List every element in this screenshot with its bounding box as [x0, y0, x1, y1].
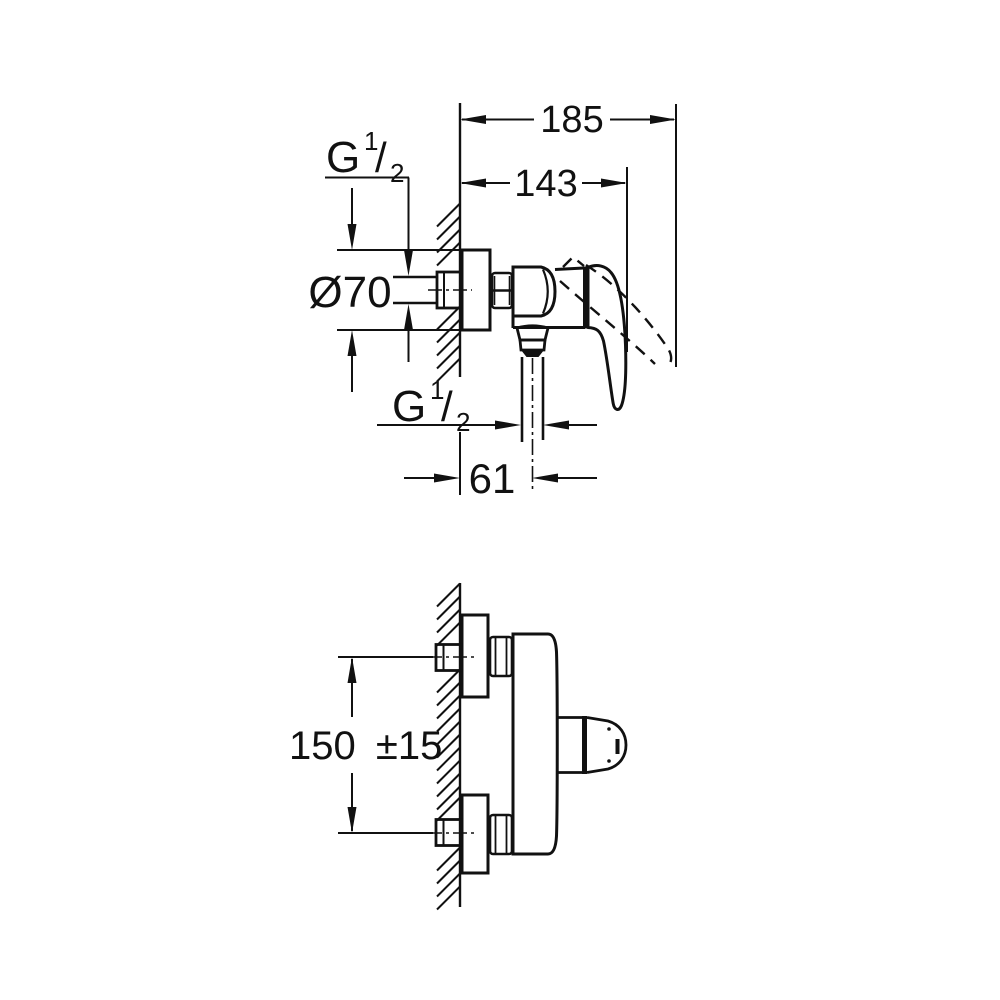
- dim-rosette-diameter: Ø70: [308, 188, 460, 392]
- dim-connection-distance-150: 150 ±15: [289, 656, 474, 834]
- dim-inlet-thread: G 1 / 2: [325, 126, 413, 362]
- wall-hatch: [436, 202, 461, 383]
- top-connection-front: [434, 613, 514, 699]
- dim-label-inlet-thread: G 1 / 2: [326, 126, 404, 188]
- dim-label-rosette-diameter: Ø70: [308, 268, 391, 317]
- shower-outlet-side: [515, 324, 550, 492]
- wall-section-front: [436, 582, 462, 911]
- side-view: 185 143 G 1 / 2: [308, 99, 677, 502]
- dome-top-line: [554, 266, 585, 271]
- union-nut-side: [490, 271, 514, 310]
- dim-label-outlet-thread: G 1 / 2: [392, 375, 470, 437]
- dim-outlet-offset-61: 61: [404, 432, 597, 502]
- open-handle-outer-edge: [585, 263, 673, 368]
- body-end-arc: [541, 269, 549, 314]
- dim-outlet-thread: G 1 / 2: [377, 375, 597, 437]
- spout-cap: [586, 716, 628, 774]
- outlet-neck: [515, 324, 550, 342]
- dim-handle-projection-143: 143: [460, 163, 628, 352]
- aerator-dot-bottom: [607, 759, 611, 763]
- union-nut-bottom: [488, 813, 514, 856]
- lever-handle-open-dashed: [559, 255, 673, 368]
- outlet-hex: [518, 338, 547, 352]
- open-handle-heel: [562, 255, 585, 268]
- mixer-body-side: [511, 265, 588, 329]
- dim-label-150: 150 ±15: [289, 724, 442, 768]
- dim-label-61: 61: [469, 455, 516, 502]
- rosette-bottom: [460, 793, 490, 875]
- lever-handle-closed: [586, 264, 628, 411]
- open-handle-inner-edge: [559, 280, 656, 365]
- outlet-seal: [521, 350, 544, 357]
- dim-label-143: 143: [514, 163, 577, 205]
- front-view: 150 ±15: [289, 582, 628, 911]
- rosette-top: [460, 613, 490, 699]
- union-nut-top: [488, 635, 514, 678]
- spout-front: [556, 716, 628, 774]
- rosette-side: [460, 248, 492, 332]
- aerator-dot-top: [607, 727, 611, 731]
- wall-section-side: [436, 103, 462, 383]
- dim-overall-depth-185: 185: [460, 99, 677, 367]
- wall-hatch: [436, 582, 461, 911]
- mixer-body-front: [511, 632, 559, 856]
- dim-label-185: 185: [540, 99, 603, 141]
- body-cylinder: [511, 265, 557, 318]
